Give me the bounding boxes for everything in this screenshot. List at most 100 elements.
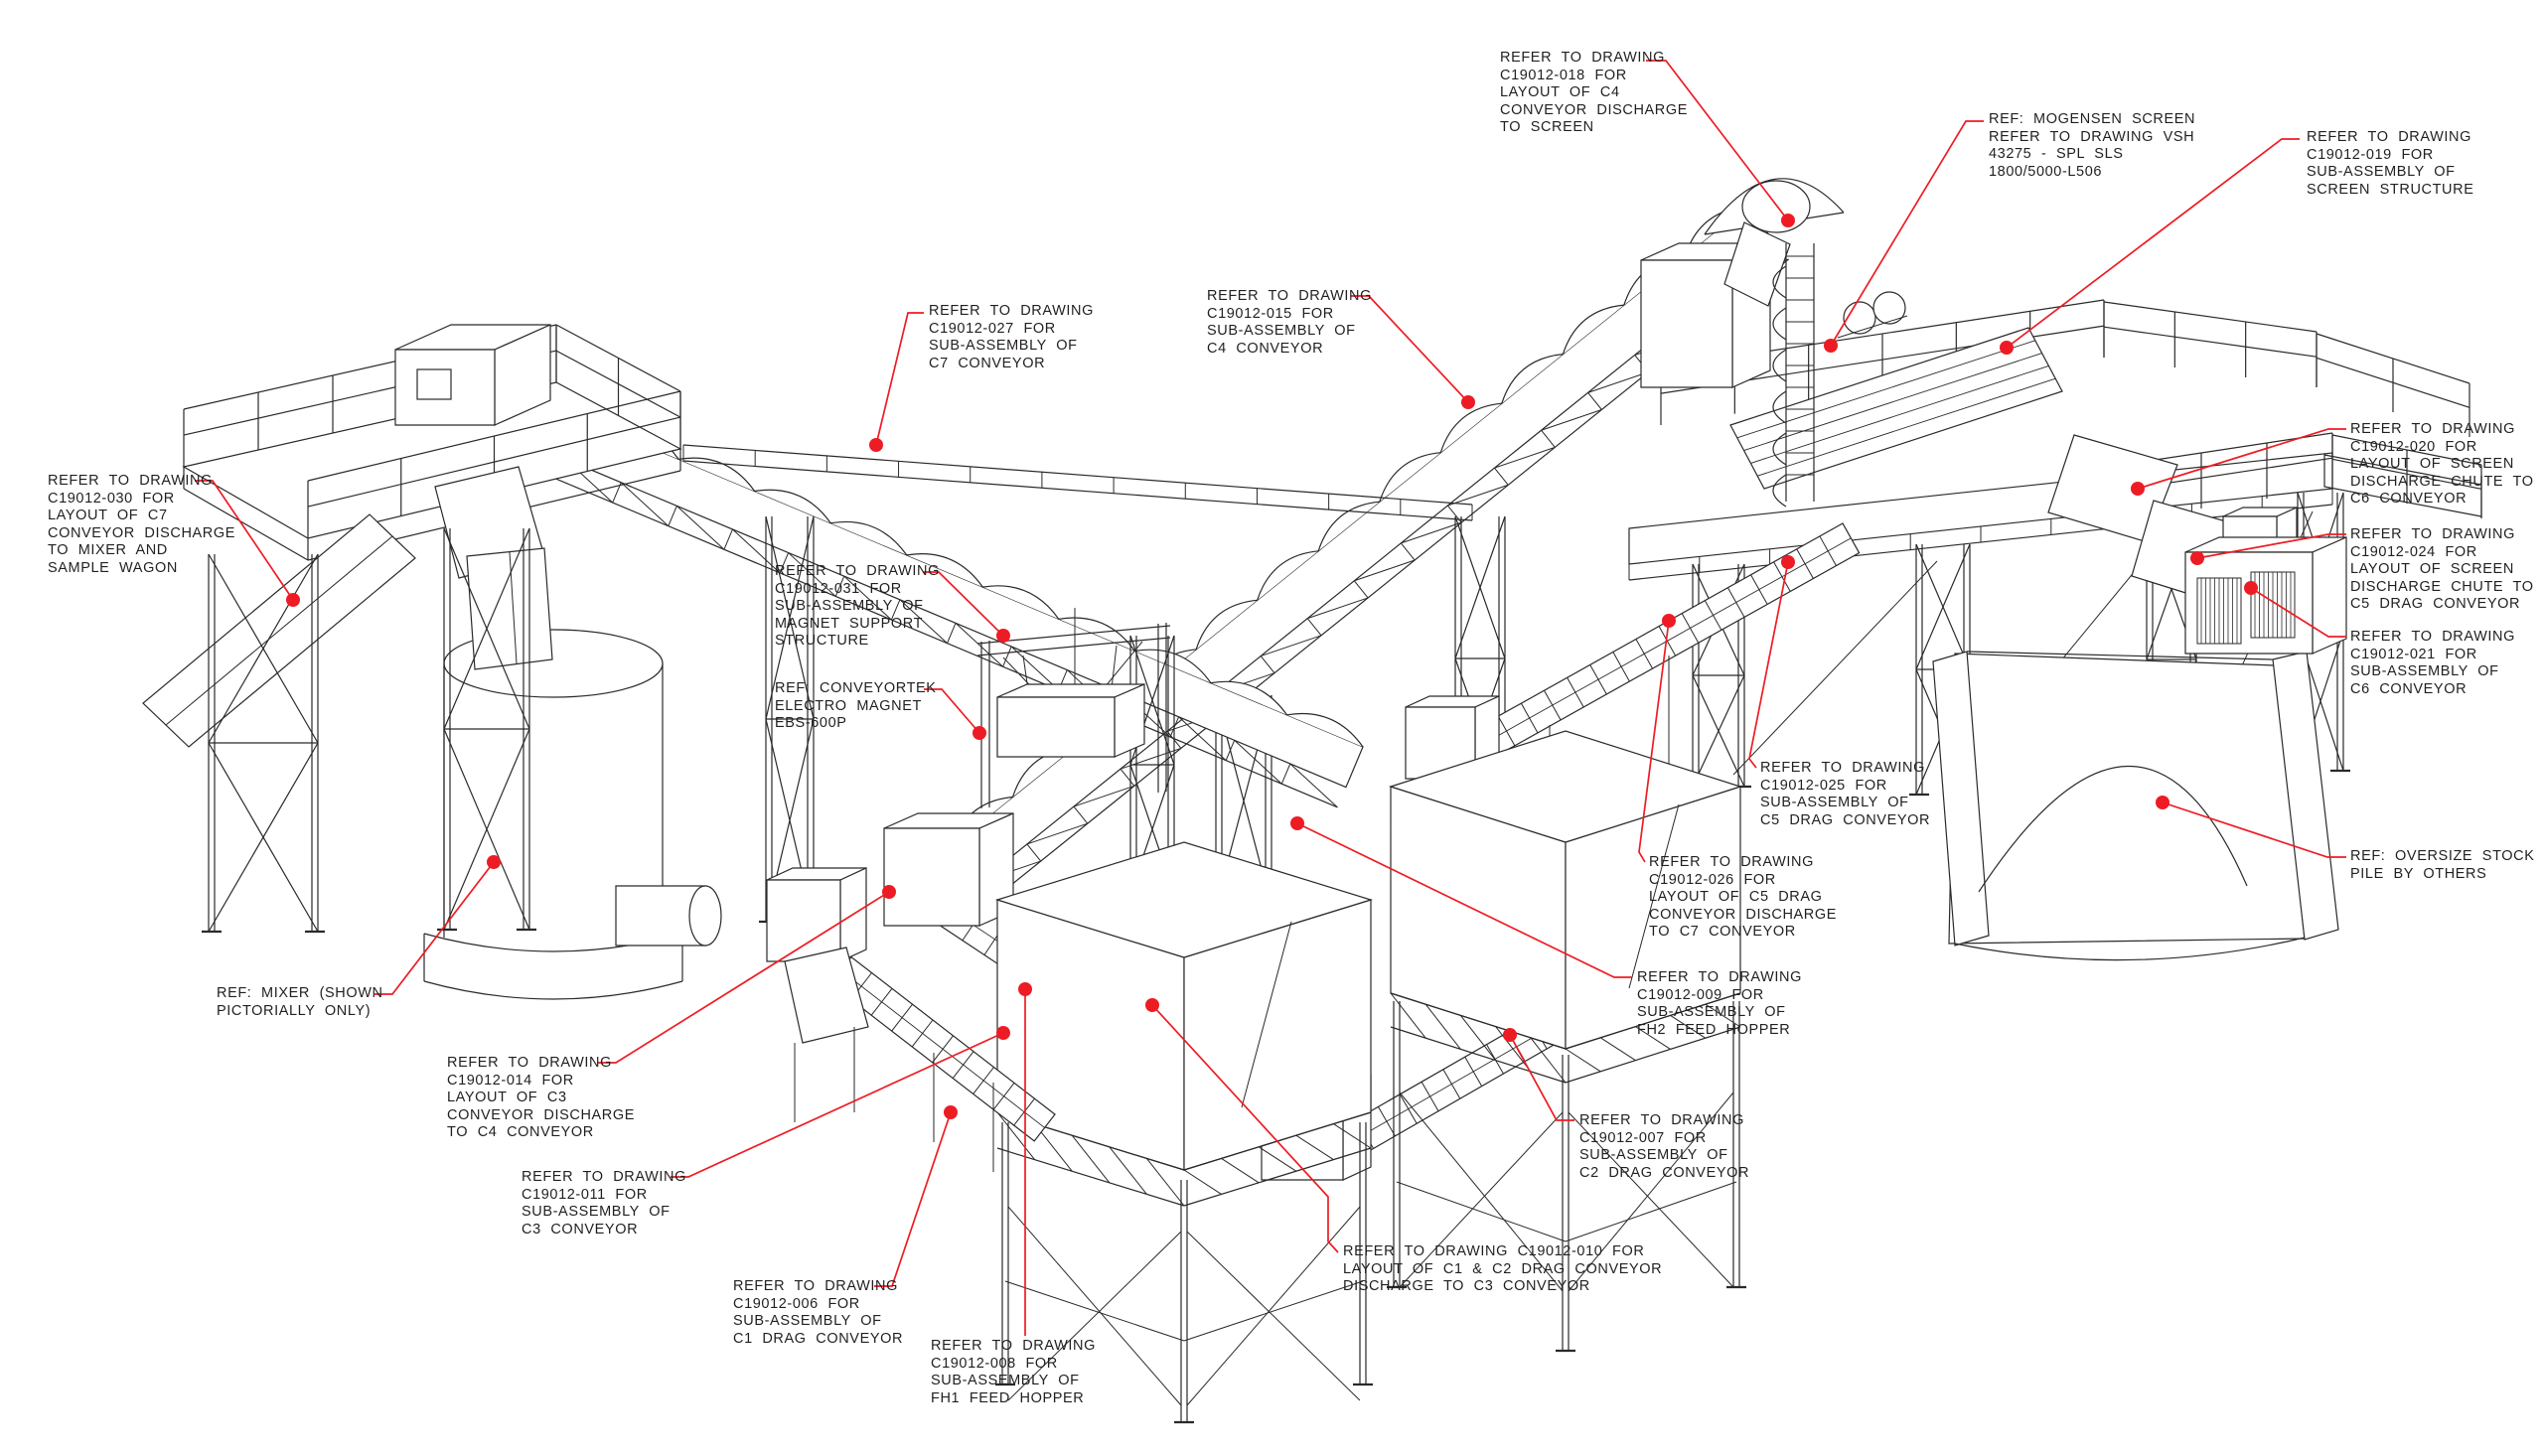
leader-dot-electro-magnet [972, 726, 986, 740]
annotation-line: TO SCREEN [1500, 119, 1594, 135]
annotation-line: SCREEN STRUCTURE [2307, 181, 2474, 198]
leader-c5-discharge-026 [1638, 620, 1670, 863]
annotation-line: MAGNET SUPPORT [775, 615, 924, 632]
annotation-line: C2 DRAG CONVEYOR [1579, 1164, 1750, 1181]
c5-drag [1405, 522, 1861, 809]
annotation-line: ELECTRO MAGNET [775, 697, 922, 714]
leader-dot-c5-discharge-026 [1662, 614, 1676, 628]
annotation-line: TO MIXER AND [48, 542, 168, 558]
annotation-line: C19012-021 FOR [2350, 646, 2477, 662]
annotation-line: REFER TO DRAWING C19012-010 FOR [1343, 1243, 1645, 1259]
annotation-line: REFER TO DRAWING [48, 473, 213, 489]
annotation-line: SUB-ASSEMBLY OF [2350, 663, 2499, 679]
annotation-line: C4 CONVEYOR [1207, 340, 1324, 357]
sample-chute [142, 513, 416, 748]
annotation-line: REFER TO DRAWING VSH [1989, 128, 2195, 145]
leader-c6-conveyor-021 [2250, 587, 2346, 638]
leader-c1-drag-006 [874, 1111, 952, 1287]
annotation-line: SUB-ASSEMBLY OF [1760, 795, 1909, 810]
leader-dot-c3-conveyor-011 [996, 1026, 1010, 1040]
leader-screen-structure-019 [2006, 138, 2300, 349]
annotation-line: REFER TO DRAWING [1649, 854, 1814, 870]
leader-dot-c5-subassembly-025 [1781, 555, 1795, 569]
annotation-line: C19012-019 FOR [2307, 146, 2434, 163]
annotation-line: TO C7 CONVEYOR [1649, 924, 1796, 940]
c1-drag [766, 867, 1056, 1172]
annotation-line: C5 DRAG CONVEYOR [2350, 596, 2521, 612]
annotation-line: DISCHARGE CHUTE TO [2350, 578, 2534, 595]
annotation-line: SAMPLE WAGON [48, 559, 178, 576]
leader-mogensen-screen [1830, 120, 1984, 347]
annotation-line: REFER TO DRAWING [775, 563, 940, 579]
leader-c4-discharge-018 [1646, 60, 1789, 221]
annotation-line: C19012-007 FOR [1579, 1129, 1707, 1146]
annotation-line: DISCHARGE CHUTE TO [2350, 473, 2534, 490]
annotation-line: SUB-ASSEMBLY OF [1207, 323, 1356, 339]
annotation-line: C19012-009 FOR [1637, 986, 1764, 1003]
annotation-line: SUB-ASSEMBLY OF [733, 1313, 882, 1329]
annotation-line: CONVEYOR DISCHARGE [1649, 906, 1838, 923]
annotation-line: REFER TO DRAWING [2350, 526, 2515, 542]
annotation-line: CONVEYOR DISCHARGE [48, 524, 236, 541]
leader-dot-c2-drag-007 [1503, 1028, 1517, 1042]
c7-conveyor [501, 393, 1364, 808]
annotation-line: C19012-031 FOR [775, 580, 902, 597]
annotation-line: REF: CONVEYORTEK [775, 680, 937, 696]
leader-dot-c4-conveyor-015 [1461, 395, 1475, 409]
leader-screen-chute-c5-024 [2196, 533, 2346, 559]
annotation-line: SUB-ASSEMBLY OF [931, 1373, 1080, 1388]
discharge-chute [434, 466, 553, 670]
leader-dot-screen-chute-c6-020 [2131, 482, 2145, 496]
annotation-line: REFER TO DRAWING [1579, 1112, 1744, 1128]
stockpile [1932, 651, 2339, 961]
leader-dot-c4-discharge-018 [1781, 214, 1795, 227]
annotation-line: REFER TO DRAWING [1760, 760, 1925, 776]
annotation-line: REF: MOGENSEN SCREEN [1989, 111, 2196, 127]
leader-dot-c7-conveyor-027 [869, 438, 883, 452]
leader-dot-screen-chute-c5-024 [2190, 551, 2204, 565]
annotation-line: REFER TO DRAWING [522, 1169, 686, 1185]
head-platform-front-rail [307, 390, 681, 538]
fh1-hopper [994, 841, 1374, 1424]
fh2-hopper [1387, 730, 1746, 1353]
annotation-line: C19012-008 FOR [931, 1355, 1058, 1372]
annotation-line: REFER TO DRAWING [1637, 969, 1802, 985]
leader-screen-chute-c6-020 [2137, 428, 2346, 490]
c6-drive [2184, 507, 2347, 655]
annotation-line: C19012-011 FOR [522, 1186, 648, 1203]
annotation-line: FH2 FEED HOPPER [1637, 1021, 1791, 1038]
leader-c3-conveyor-011 [671, 1032, 1004, 1178]
annotation-line: LAYOUT OF C4 [1500, 84, 1620, 100]
leader-dot-magnet-structure-031 [996, 629, 1010, 643]
annotation-line: EBS-600P [775, 715, 847, 731]
leader-c7-conveyor-027 [875, 312, 924, 446]
leader-dot-screen-structure-019 [2000, 341, 2014, 355]
annotation-line: PICTORIALLY ONLY) [217, 1002, 372, 1019]
leader-dot-c3-discharge-014 [882, 885, 896, 899]
leader-dot-fh1-hopper-008 [1018, 982, 1032, 996]
leader-dot-mixer-ref [487, 855, 501, 869]
annotation-line: REFER TO DRAWING [447, 1055, 612, 1071]
annotation-line: SUB-ASSEMBLY OF [1637, 1004, 1786, 1020]
annotation-line: REFER TO DRAWING [1207, 288, 1372, 304]
leader-oversize-stockpile [2162, 801, 2346, 858]
leader-dot-c6-conveyor-021 [2244, 581, 2258, 595]
annotation-line: REFER TO DRAWING [2307, 129, 2471, 145]
